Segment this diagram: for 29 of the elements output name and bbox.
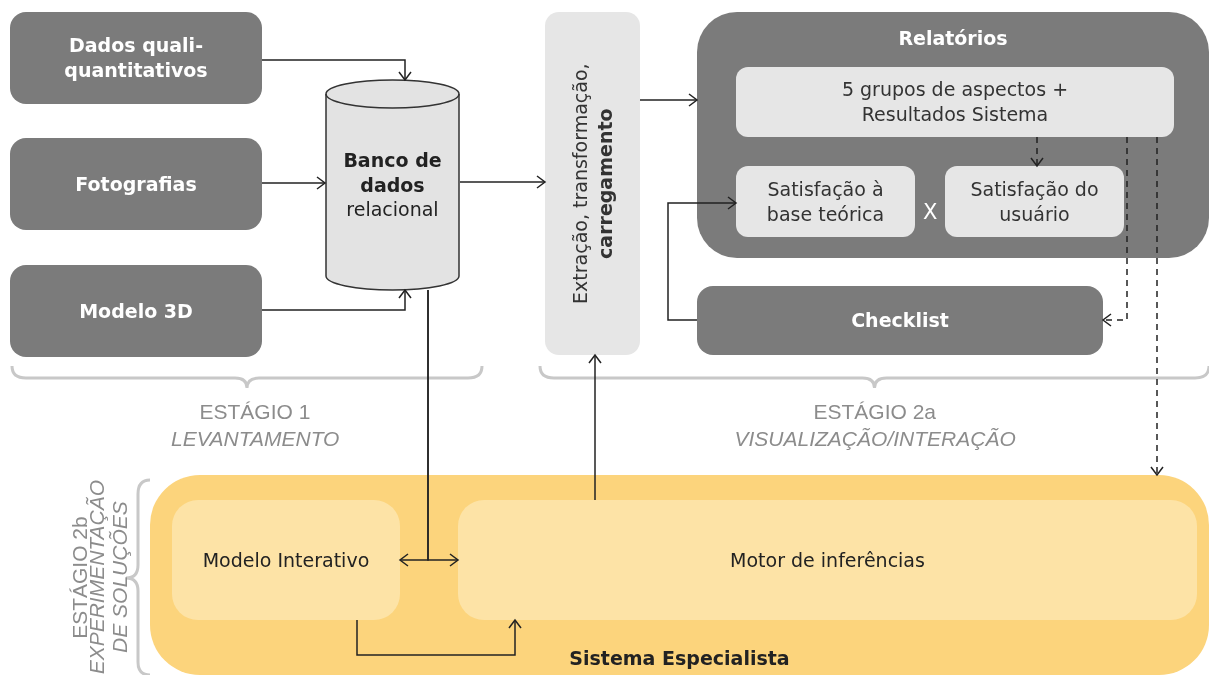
arrow [261,59,412,81]
database-cylinder: Banco de dados relacional [325,80,460,290]
result-box: Satisfação à base teórica [736,166,915,237]
arrow [427,289,459,567]
system-panel: Sistema Especialista Modelo Interativo Motor de inferências [150,475,1209,675]
result-box: Satisfação do usuário [945,166,1124,237]
arrow [1030,136,1044,167]
process-box: Modelo 3D [10,265,262,357]
process-box: Checklist [697,286,1103,355]
arrow [639,93,698,107]
process-box: Dados quali-quantitativos [10,12,262,104]
arrow [459,175,546,189]
module-box: Motor de inferências [458,500,1197,620]
arrow [1150,136,1164,476]
operator-label: X [923,200,938,224]
process-box: Fotografias [10,138,262,230]
stage-label: ESTÁGIO 2a [813,399,937,423]
arrow [1102,136,1128,327]
arrow [261,289,412,311]
stage-label: LEVANTAMENTO [171,426,340,450]
stage-label: VISUALIZAÇÃO/INTERAÇÃO [734,426,1016,450]
module-box: Modelo Interativo [172,500,400,620]
arrow [356,619,522,656]
arrow [588,354,602,501]
stage-label: ESTÁGIO 1 [199,399,311,423]
process-bar: Extração, transformação, carregamento [545,12,640,355]
arrow [261,176,326,190]
arrow [667,196,737,321]
result-box: 5 grupos de aspectos + Resultados Sistema [736,67,1174,137]
